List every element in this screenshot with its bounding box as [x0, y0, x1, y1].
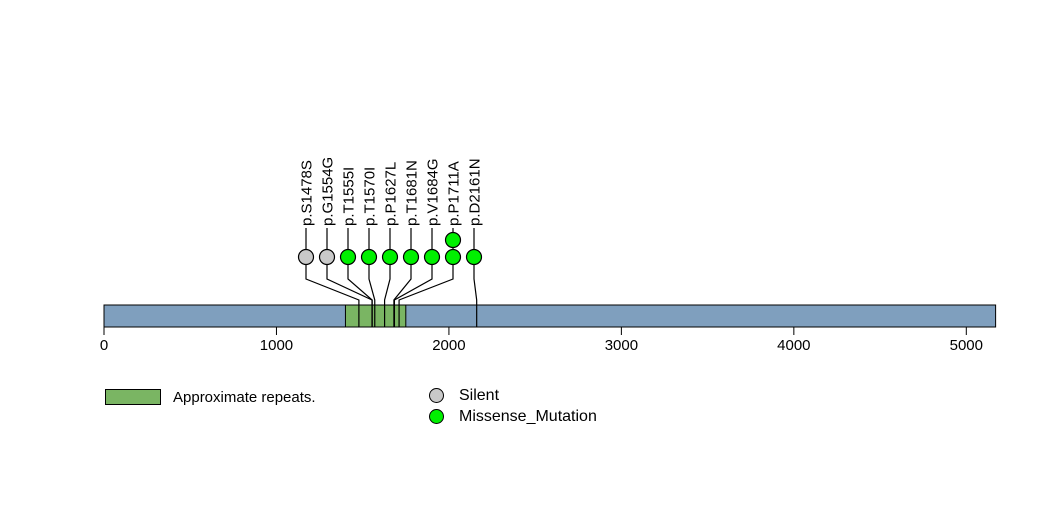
- mutation-label: p.T1681N: [403, 160, 420, 226]
- mutation-label: p.D2161N: [466, 158, 483, 226]
- mutation-label: p.S1478S: [298, 160, 315, 226]
- x-axis-tick-label: 3000: [605, 337, 638, 354]
- mutation-marker: [444, 231, 462, 249]
- domain-swatch-icon: [105, 389, 161, 405]
- mutation-label: p.T1555I: [340, 167, 357, 226]
- legend-item-missense: Missense_Mutation: [429, 406, 597, 427]
- mutation-marker: [297, 248, 315, 266]
- mutation-lollipop: p.S1478S: [297, 160, 360, 327]
- legend-item-silent: Silent: [429, 385, 597, 406]
- mutation-lollipop: p.P1711A: [398, 161, 462, 327]
- mutation-label: p.V1684G: [424, 158, 441, 226]
- mutation-marker: [360, 248, 378, 266]
- x-axis-tick-label: 5000: [950, 337, 983, 354]
- mutation-label: p.T1570I: [361, 167, 378, 226]
- legend-missense-label: Missense_Mutation: [459, 407, 597, 425]
- mutation-marker: [339, 248, 357, 266]
- mutation-lollipop: p.T1555I: [339, 167, 373, 327]
- legend-silent-label: Silent: [459, 386, 500, 404]
- mutation-lollipop: p.D2161N: [465, 158, 483, 327]
- mutation-label: p.G1554G: [319, 157, 336, 226]
- protein-backbone: [103, 304, 997, 328]
- mutation-lollipop: p.T1681N: [393, 160, 420, 327]
- mutation-marker: [465, 248, 483, 266]
- mutation-lollipop: p.V1684G: [393, 158, 441, 327]
- mutation-label: p.P1627L: [382, 162, 399, 226]
- x-axis-tick-label: 1000: [260, 337, 293, 354]
- legend-domain: Approximate repeats.: [105, 389, 316, 405]
- mutation-lollipop: p.T1570I: [360, 167, 378, 327]
- x-axis-tick-label: 2000: [432, 337, 465, 354]
- mutation-label: p.P1711A: [445, 161, 462, 226]
- x-axis-tick-label: 0: [100, 337, 108, 354]
- mutation-lollipop: p.P1627L: [381, 162, 399, 327]
- legend-domain-label: Approximate repeats.: [173, 388, 316, 406]
- mutation-marker: [444, 248, 462, 266]
- mutation-marker: [381, 248, 399, 266]
- legend-mutation-types: Silent Missense_Mutation: [429, 385, 597, 427]
- domain-region: [344, 304, 407, 328]
- x-axis-tick-label: 4000: [777, 337, 810, 354]
- silent-circle-icon: [429, 388, 444, 403]
- mutation-marker: [402, 248, 420, 266]
- mutation-marker: [423, 248, 441, 266]
- mutation-marker: [318, 248, 336, 266]
- missense-circle-icon: [429, 409, 444, 424]
